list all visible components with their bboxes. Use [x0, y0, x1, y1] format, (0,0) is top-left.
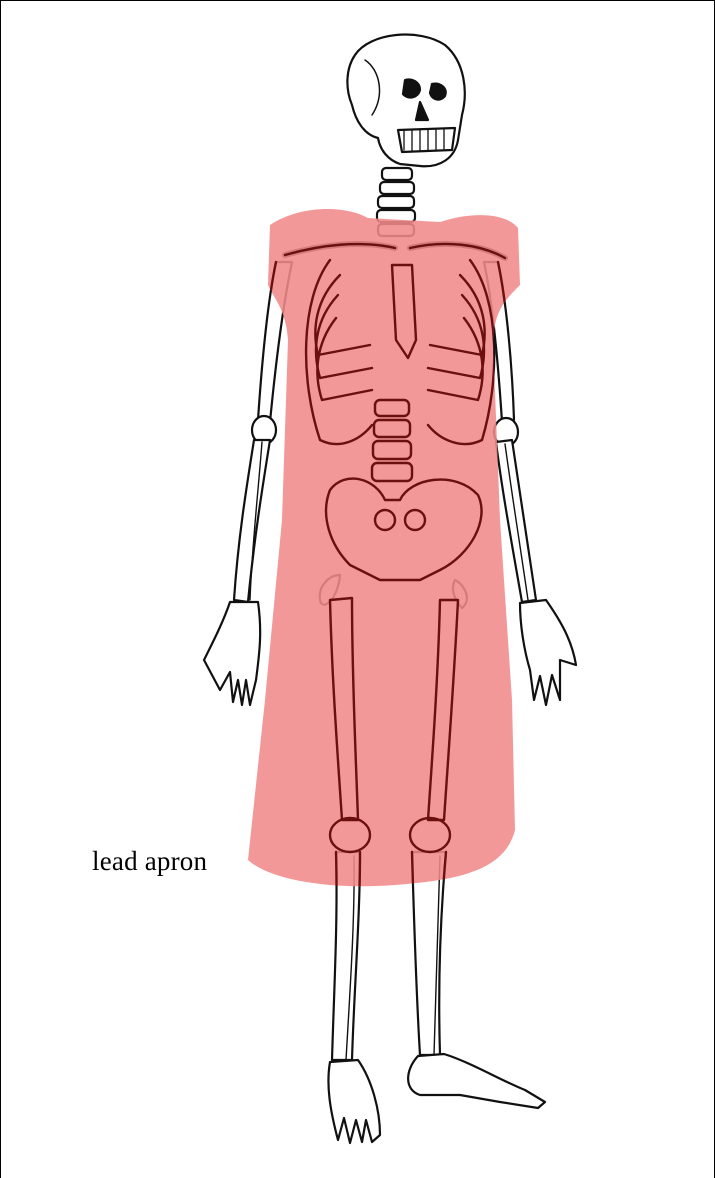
left-radius-ulna: [234, 440, 270, 602]
lead-apron: [248, 209, 520, 886]
right-foot: [408, 1054, 545, 1108]
right-hand: [520, 600, 576, 705]
left-foot: [328, 1060, 380, 1143]
left-hand: [204, 602, 260, 705]
lead-apron-label: lead apron: [92, 846, 207, 877]
